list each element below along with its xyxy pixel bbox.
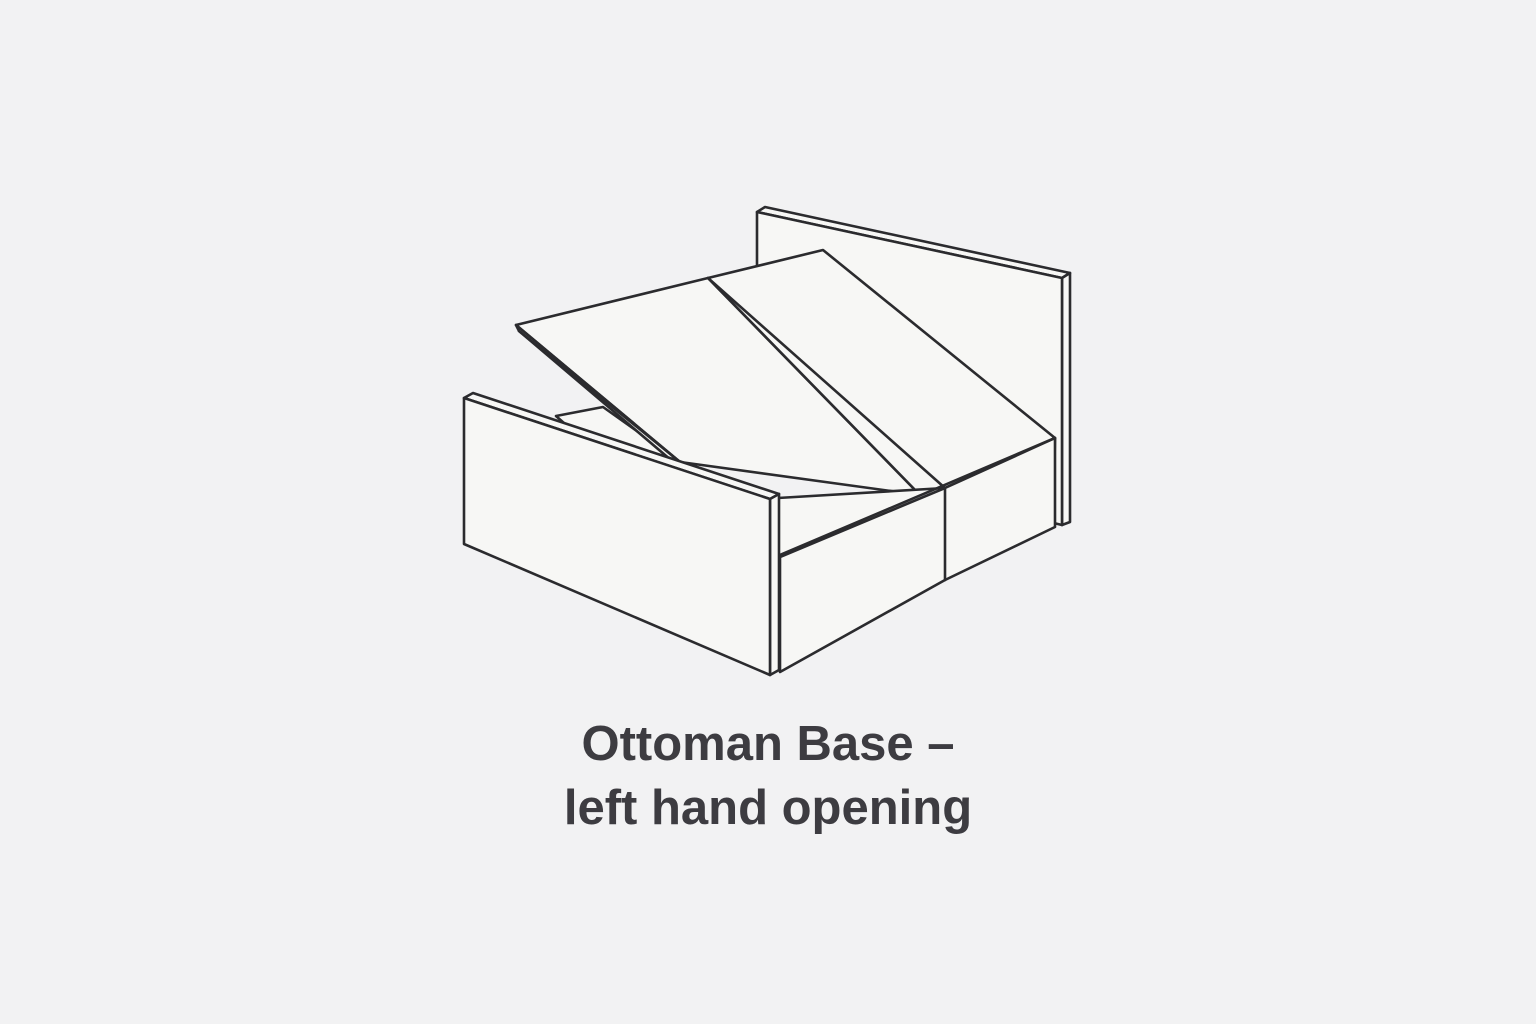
caption-line-1: Ottoman Base – (581, 717, 955, 771)
lifted-lid (514, 276, 922, 497)
side-frame (776, 436, 1057, 674)
foot-board (462, 391, 781, 677)
diagram-caption: Ottoman Base – left hand opening (0, 712, 1536, 840)
panel-seam (706, 276, 947, 490)
caption-line-2: left hand opening (563, 781, 973, 835)
